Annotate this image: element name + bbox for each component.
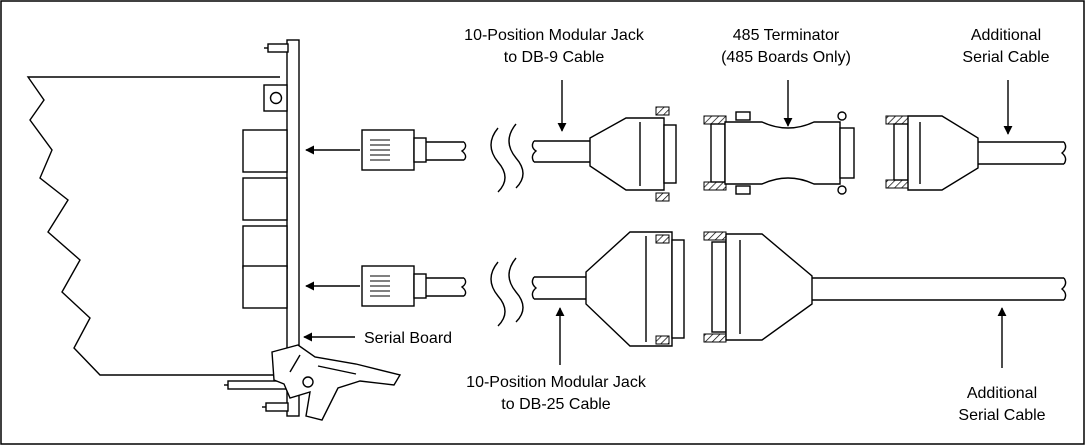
cable-break-bottom: [490, 257, 524, 327]
modular-plug-bottom: [305, 265, 467, 307]
port-3: [242, 225, 288, 269]
db25-connector: [531, 231, 685, 347]
cable-break-top: [490, 123, 524, 193]
serial-board-label: Serial Board: [364, 330, 452, 347]
terminator-label-line1: 485 Terminator: [733, 27, 840, 44]
db9-label-line1: 10-Position Modular Jack: [464, 27, 645, 44]
serial-board-panel: [224, 39, 300, 417]
serial-board-pcb: [26, 76, 280, 376]
db25-label-line2: to DB-25 Cable: [501, 396, 610, 413]
additional-bottom-label-line1: Additional: [967, 385, 1037, 402]
terminator-label-line2: (485 Boards Only): [721, 49, 851, 66]
port-2: [242, 177, 288, 221]
db25-label-line1: 10-Position Modular Jack: [466, 374, 647, 391]
additional-cable-bottom: [703, 231, 1067, 343]
additional-bottom-label-line2: Serial Cable: [958, 407, 1045, 424]
terminator-485: [703, 111, 855, 195]
modular-plug-top: [305, 129, 467, 171]
additional-cable-top: [885, 115, 1067, 191]
db9-connector: [531, 106, 677, 202]
port-1: [242, 129, 288, 173]
additional-top-label-line1: Additional: [971, 27, 1041, 44]
additional-top-label-line2: Serial Cable: [962, 49, 1049, 66]
db9-label-line2: to DB-9 Cable: [504, 49, 605, 66]
ejector-handle: [271, 344, 402, 421]
port-4: [242, 265, 288, 309]
